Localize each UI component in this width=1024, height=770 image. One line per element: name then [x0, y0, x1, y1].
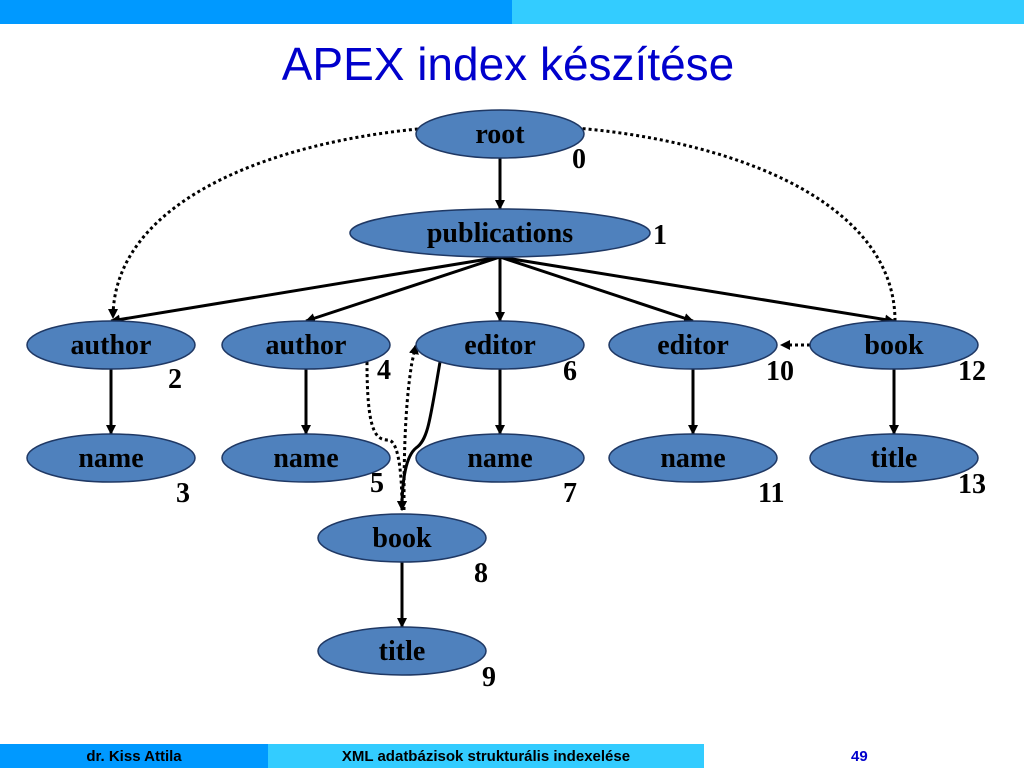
edge-publications-to-author4 [305, 255, 501, 323]
node-ellipse-book12 [809, 320, 979, 370]
node-ellipse-name5 [221, 433, 391, 483]
node-label-name3: name [78, 443, 143, 474]
node-label-book12: book [864, 330, 924, 361]
edge-author4-to-book8-dotted [365, 361, 407, 511]
edge-book8-to-editor6-dotted [402, 344, 419, 511]
edge-editor6-to-book8 [397, 361, 442, 511]
node-number-name5: 5 [370, 468, 384, 499]
node-label-title13: title [871, 443, 918, 474]
node-label-name5: name [273, 443, 338, 474]
node-ellipse-name11 [608, 433, 778, 483]
edge-publications-to-editor10 [499, 255, 694, 323]
node-editor6: editor 6 [415, 320, 585, 387]
node-ellipse-title13 [809, 433, 979, 483]
node-number-editor10: 10 [766, 356, 794, 387]
node-number-name7: 7 [563, 478, 577, 509]
node-label-publications: publications [427, 218, 573, 249]
node-title9: title 9 [317, 626, 496, 693]
node-ellipse-author2 [26, 320, 196, 370]
node-name3: name 3 [26, 433, 196, 509]
node-title13: title 13 [809, 433, 986, 500]
node-ellipse-publications [349, 208, 651, 258]
edge-book12-to-author2-dotted [108, 123, 897, 322]
edge-publications-to-author2 [110, 255, 501, 325]
footer: dr. Kiss Attila XML adatbázisok struktur… [0, 744, 1024, 768]
node-ellipse-author4 [221, 320, 391, 370]
apex-index-diagram: root 0 publications 1 author 2 name 3 author 4 nam… [26, 109, 986, 693]
node-number-book8: 8 [474, 558, 488, 589]
node-ellipse-root [415, 109, 585, 159]
top-bar-left [0, 0, 512, 24]
node-root: root 0 [415, 109, 586, 175]
node-number-name11: 11 [758, 478, 784, 509]
node-label-author2: author [71, 330, 152, 361]
node-label-editor6: editor [464, 330, 536, 361]
node-number-book12: 12 [958, 356, 986, 387]
top-bar-right [512, 0, 1024, 24]
node-number-author4: 4 [377, 355, 391, 386]
node-ellipse-name7 [415, 433, 585, 483]
footer-page-number-box: 49 [704, 744, 1024, 768]
node-label-name7: name [467, 443, 532, 474]
node-name7: name 7 [415, 433, 585, 509]
node-number-editor6: 6 [563, 356, 577, 387]
node-ellipse-book8 [317, 513, 487, 563]
slide-title: APEX index készítése [281, 38, 735, 90]
page-number: 49 [851, 748, 868, 765]
node-number-root: 0 [572, 144, 586, 175]
node-ellipse-title9 [317, 626, 487, 676]
node-book8: book 8 [317, 513, 488, 589]
node-name5: name 5 [221, 433, 391, 499]
node-author4: author 4 [221, 320, 391, 386]
node-number-publications: 1 [653, 220, 667, 251]
node-ellipse-editor6 [415, 320, 585, 370]
node-label-title9: title [379, 636, 426, 667]
node-book12: book 12 [809, 320, 986, 387]
node-label-book8: book [372, 523, 432, 554]
node-number-name3: 3 [176, 478, 190, 509]
node-label-name11: name [660, 443, 725, 474]
node-label-author4: author [266, 330, 347, 361]
node-number-title9: 9 [482, 662, 496, 693]
edge-publications-to-book12 [499, 255, 895, 325]
node-number-title13: 13 [958, 469, 986, 500]
node-ellipse-editor10 [608, 320, 778, 370]
node-label-editor10: editor [657, 330, 729, 361]
node-label-root: root [475, 119, 525, 150]
node-number-author2: 2 [168, 364, 182, 395]
node-editor10: editor 10 [608, 320, 794, 387]
footer-author: dr. Kiss Attila [0, 744, 268, 768]
node-author2: author 2 [26, 320, 196, 395]
node-publications: publications 1 [349, 208, 667, 258]
footer-course-title: XML adatbázisok strukturális indexelése [268, 744, 704, 768]
node-ellipse-name3 [26, 433, 196, 483]
node-name11: name 11 [608, 433, 784, 509]
